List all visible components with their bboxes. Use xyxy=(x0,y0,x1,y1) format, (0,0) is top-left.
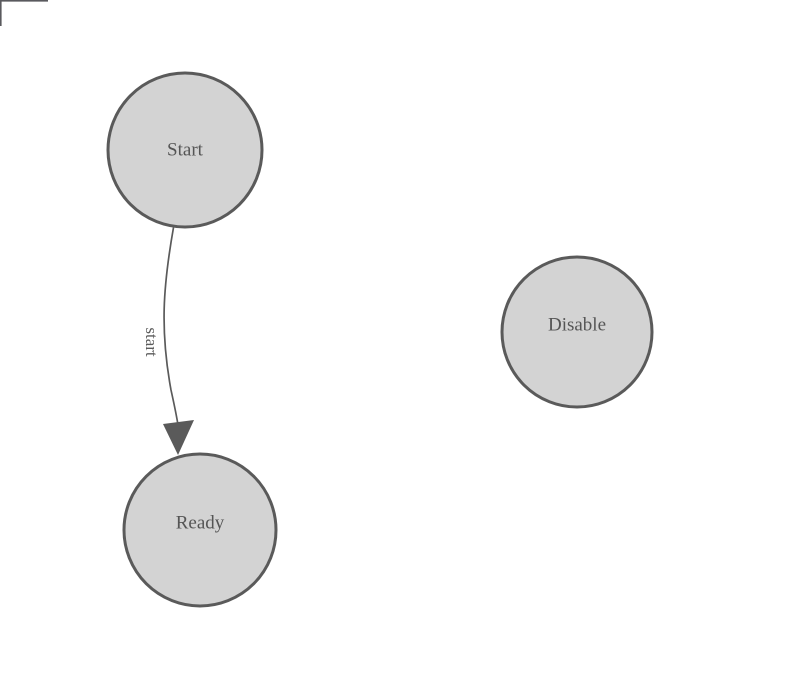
node-start[interactable]: Start xyxy=(106,71,264,229)
node-disable-circle[interactable] xyxy=(500,255,654,409)
arrowhead-icon xyxy=(163,420,194,455)
edge-start-to-ready[interactable]: start xyxy=(142,227,194,456)
node-ready-circle[interactable] xyxy=(122,452,278,608)
edge-path-start-to-ready xyxy=(163,227,180,429)
node-start-circle[interactable] xyxy=(106,71,264,229)
node-disable[interactable]: Disable xyxy=(500,255,654,409)
edge-label-start: start xyxy=(142,327,161,357)
node-ready[interactable]: Ready xyxy=(122,452,278,608)
top-left-corner-bracket-icon xyxy=(0,0,48,26)
